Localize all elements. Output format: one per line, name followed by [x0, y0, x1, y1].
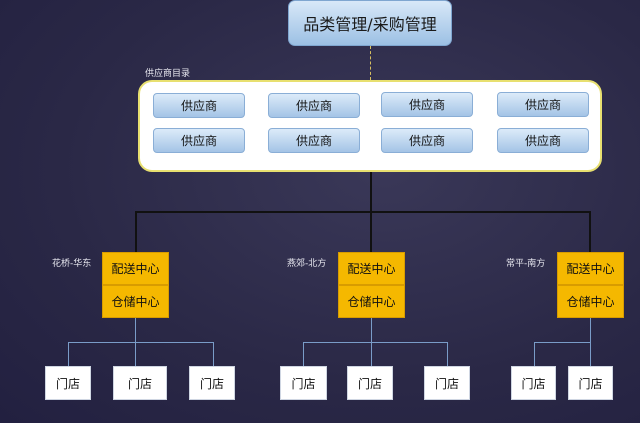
- store-box: 门店: [424, 366, 470, 400]
- supplier-box: 供应商: [497, 128, 589, 153]
- store-box: 门店: [568, 366, 613, 400]
- store-box: 门店: [511, 366, 556, 400]
- supplier-box: 供应商: [381, 128, 473, 153]
- connector: [68, 342, 69, 366]
- warehouse-center: 仓储中心: [557, 285, 624, 318]
- warehouse-center: 仓储中心: [338, 285, 405, 318]
- connector: [303, 342, 304, 366]
- distribution-center: 配送中心: [557, 252, 624, 285]
- supplier-box: 供应商: [153, 93, 245, 118]
- store-box: 门店: [189, 366, 235, 400]
- connector: [534, 342, 591, 343]
- region-label: 燕郊-北方: [287, 259, 327, 269]
- connector: [68, 342, 214, 343]
- region-label: 花桥-华东: [52, 259, 92, 269]
- supplier-box: 供应商: [268, 93, 360, 118]
- store-box: 门店: [45, 366, 91, 400]
- connector: [135, 211, 137, 252]
- store-box: 门店: [280, 366, 327, 400]
- supplier-box: 供应商: [268, 128, 360, 153]
- supplier-directory-label: 供应商目录: [145, 69, 191, 79]
- dashed-connector: [370, 46, 371, 80]
- connector: [303, 342, 448, 343]
- region-label: 常平-南方: [506, 259, 546, 269]
- category-procurement-box: 品类管理/采购管理: [288, 0, 452, 46]
- connector: [135, 211, 591, 213]
- distribution-center: 配送中心: [102, 252, 169, 285]
- connector: [589, 211, 591, 252]
- connector: [534, 342, 535, 366]
- store-box: 门店: [347, 366, 393, 400]
- supplier-box: 供应商: [153, 128, 245, 153]
- store-box: 门店: [113, 366, 167, 400]
- supplier-box: 供应商: [497, 92, 589, 117]
- distribution-center: 配送中心: [338, 252, 405, 285]
- warehouse-center: 仓储中心: [102, 285, 169, 318]
- supplier-box: 供应商: [381, 92, 473, 117]
- connector: [447, 342, 448, 366]
- connector: [213, 342, 214, 366]
